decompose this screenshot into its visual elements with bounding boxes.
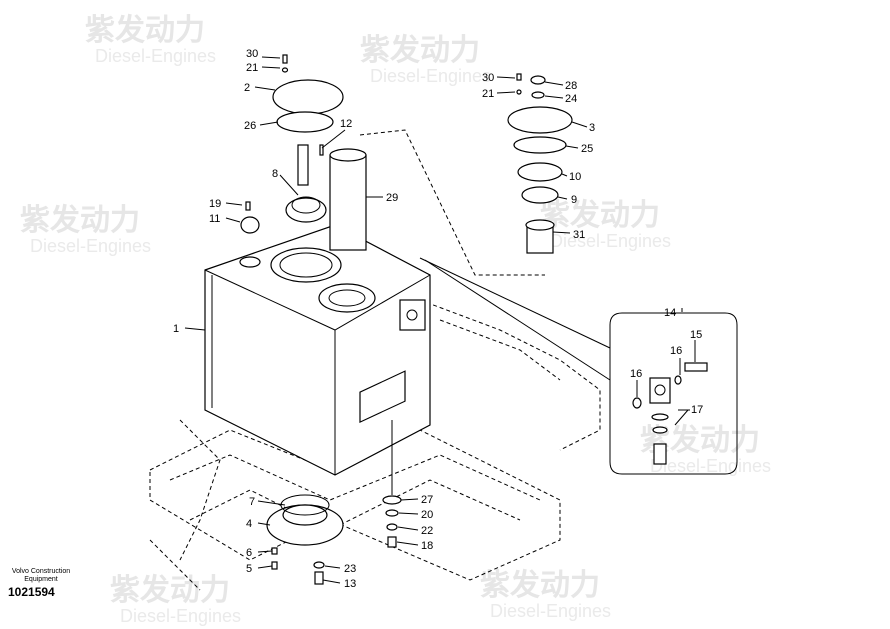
- svg-text:Diesel-Engines: Diesel-Engines: [550, 231, 671, 251]
- breather-assembly: [507, 73, 573, 254]
- part-label: 6: [246, 547, 252, 559]
- part-label: 30: [482, 72, 494, 84]
- part-label: 17: [691, 404, 703, 416]
- part-labels: 1 2 3 4 5 6 7 8 9 10 11 12 13 14 15 16 1…: [173, 48, 703, 590]
- watermark: 紫发动力 Diesel-Engines: [540, 198, 671, 251]
- detail-callout-14: [419, 257, 738, 475]
- watermark: 紫发动力 Diesel-Engines: [360, 33, 491, 86]
- svg-text:紫发动力: 紫发动力: [20, 203, 140, 238]
- part-label: 24: [565, 93, 577, 105]
- svg-text:紫发动力: 紫发动力: [360, 33, 480, 68]
- svg-text:Diesel-Engines: Diesel-Engines: [95, 46, 216, 66]
- bottom-flange-assembly: [266, 494, 344, 585]
- part-label: 7: [249, 496, 255, 508]
- svg-text:紫发动力: 紫发动力: [540, 198, 660, 233]
- part-label: 18: [421, 540, 433, 552]
- svg-text:Diesel-Engines: Diesel-Engines: [490, 601, 611, 621]
- caption-line: Volvo Construction: [11, 568, 71, 575]
- part-label: 23: [344, 563, 356, 575]
- part-label: 21: [482, 88, 494, 100]
- part-label: 29: [386, 192, 398, 204]
- part-label: 19: [209, 198, 221, 210]
- svg-text:Diesel-Engines: Diesel-Engines: [30, 236, 151, 256]
- part-label: 1: [173, 323, 179, 335]
- svg-text:紫发动力: 紫发动力: [480, 568, 600, 603]
- hydraulic-tank: [204, 224, 431, 476]
- part-label: 30: [246, 48, 258, 60]
- svg-text:紫发动力: 紫发动力: [85, 13, 205, 48]
- part-label: 20: [421, 509, 433, 521]
- filter-assembly: [240, 144, 367, 251]
- manufacturer-caption: Volvo Construction Equipment: [6, 568, 76, 584]
- drawing-number: 1021594: [8, 585, 55, 599]
- part-label: 22: [421, 525, 433, 537]
- part-label: 28: [565, 80, 577, 92]
- part-label: 13: [344, 578, 356, 590]
- watermark: 紫发动力 Diesel-Engines: [85, 13, 216, 66]
- part-label: 16: [670, 345, 682, 357]
- watermark: 紫发动力 Diesel-Engines: [480, 568, 611, 621]
- part-label: 5: [246, 563, 252, 575]
- part-label: 9: [571, 194, 577, 206]
- cover-assembly: [272, 54, 344, 133]
- part-label: 15: [690, 329, 702, 341]
- drain-plug-stack: [382, 495, 402, 548]
- svg-text:Diesel-Engines: Diesel-Engines: [650, 456, 771, 476]
- part-label: 25: [581, 143, 593, 155]
- part-label: 3: [589, 122, 595, 134]
- svg-text:Diesel-Engines: Diesel-Engines: [370, 66, 491, 86]
- part-label: 11: [209, 213, 220, 225]
- svg-text:紫发动力: 紫发动力: [110, 573, 230, 608]
- part-label: 10: [569, 171, 581, 183]
- part-label: 14: [664, 307, 676, 319]
- part-label: 27: [421, 494, 433, 506]
- watermark: 紫发动力 Diesel-Engines: [110, 573, 241, 626]
- part-label: 26: [244, 120, 256, 132]
- part-label: 4: [246, 518, 252, 530]
- part-label: 31: [573, 229, 585, 241]
- part-label: 21: [246, 62, 258, 74]
- watermark: 紫发动力 Diesel-Engines: [20, 203, 151, 256]
- part-label: 16: [630, 368, 642, 380]
- svg-text:Diesel-Engines: Diesel-Engines: [120, 606, 241, 626]
- leader-lines: [184, 56, 696, 584]
- caption-line: Equipment: [24, 576, 58, 583]
- leader-dashed: [359, 129, 545, 276]
- part-label: 12: [340, 118, 352, 130]
- part-label: 8: [272, 168, 278, 180]
- part-label: 2: [244, 82, 250, 94]
